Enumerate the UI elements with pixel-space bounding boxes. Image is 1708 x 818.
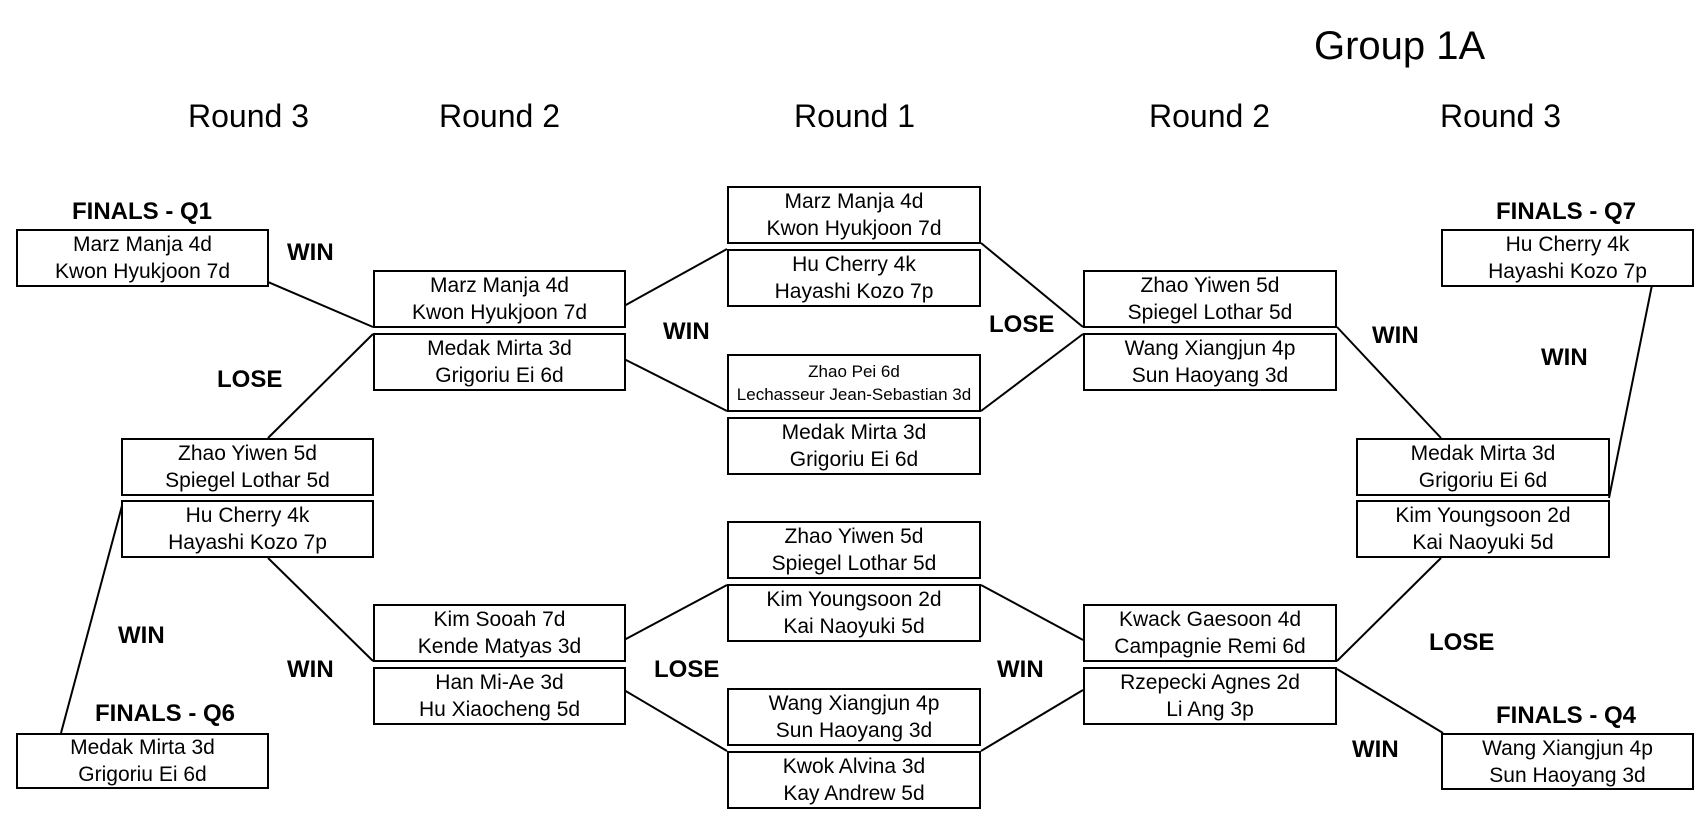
left-round3-match: Zhao Yiwen 5d Spiegel Lothar 5d bbox=[121, 438, 374, 496]
player-name: Kai Naoyuki 5d bbox=[783, 615, 925, 638]
player-name: Medak Mirta 3d bbox=[781, 421, 927, 444]
player-name: Hu Cherry 4k bbox=[1505, 233, 1630, 256]
player-name: Hu Cherry 4k bbox=[185, 504, 310, 527]
player-name: Medak Mirta 3d bbox=[70, 736, 215, 759]
player-name: Spiegel Lothar 5d bbox=[771, 552, 937, 575]
player-name: Kim Youngsoon 2d bbox=[1395, 504, 1571, 527]
heading-right-round-3: Round 3 bbox=[1440, 98, 1561, 134]
right-round3-match: Medak Mirta 3d Grigoriu Ei 6d bbox=[1356, 438, 1610, 496]
player-name: Zhao Pei 6d bbox=[808, 362, 900, 381]
right-round3-match: Kim Youngsoon 2d Kai Naoyuki 5d bbox=[1356, 500, 1610, 558]
result-label-lose: LOSE bbox=[217, 366, 283, 393]
round1-match: Wang Xiangjun 4p Sun Haoyang 3d bbox=[727, 688, 981, 746]
finals-q1-title: FINALS - Q1 bbox=[71, 198, 212, 225]
result-label-win: WIN bbox=[118, 622, 165, 649]
round1-match: Zhao Pei 6d Lechasseur Jean-Sebastian 3d bbox=[727, 354, 981, 412]
player-name: Medak Mirta 3d bbox=[427, 337, 572, 360]
player-name: Kwon Hyukjoon 7d bbox=[54, 260, 231, 283]
result-label-win: WIN bbox=[287, 656, 334, 683]
left-round2-match: Medak Mirta 3d Grigoriu Ei 6d bbox=[373, 333, 626, 391]
player-name: Hu Cherry 4k bbox=[792, 253, 916, 276]
player-name: Spiegel Lothar 5d bbox=[165, 469, 330, 492]
player-name: Han Mi-Ae 3d bbox=[435, 671, 564, 694]
player-name: Kwon Hyukjoon 7d bbox=[766, 217, 942, 240]
finals-q4-box: Wang Xiangjun 4p Sun Haoyang 3d bbox=[1441, 733, 1694, 790]
heading-right-round-2: Round 2 bbox=[1149, 98, 1270, 134]
group-title: Group 1A bbox=[1314, 24, 1486, 68]
result-label-lose: LOSE bbox=[989, 311, 1055, 338]
heading-round-1: Round 1 bbox=[794, 98, 915, 134]
round1-match: Zhao Yiwen 5d Spiegel Lothar 5d bbox=[727, 521, 981, 579]
player-name: Grigoriu Ei 6d bbox=[78, 763, 207, 786]
finals-q4-title: FINALS - Q4 bbox=[1495, 702, 1636, 729]
player-name: Lechasseur Jean-Sebastian 3d bbox=[736, 385, 972, 404]
player-name: Sun Haoyang 3d bbox=[1489, 763, 1646, 787]
player-name: Kwon Hyukjoon 7d bbox=[411, 301, 588, 324]
left-round2-match: Marz Manja 4d Kwon Hyukjoon 7d bbox=[373, 270, 626, 328]
finals-q1-box: Marz Manja 4d Kwon Hyukjoon 7d bbox=[16, 229, 269, 287]
finals-q7-box: Hu Cherry 4k Hayashi Kozo 7p bbox=[1441, 229, 1694, 287]
left-round2-match: Kim Sooah 7d Kende Matyas 3d bbox=[373, 604, 626, 662]
player-name: Hu Xiaocheng 5d bbox=[418, 698, 581, 721]
right-round2-match: Zhao Yiwen 5d Spiegel Lothar 5d bbox=[1083, 270, 1337, 328]
round1-match: Hu Cherry 4k Hayashi Kozo 7p bbox=[727, 249, 981, 307]
player-name: Kende Matyas 3d bbox=[417, 635, 582, 658]
player-name: Wang Xiangjun 4p bbox=[1124, 337, 1296, 360]
player-name: Zhao Yiwen 5d bbox=[784, 525, 924, 548]
player-name: Wang Xiangjun 4p bbox=[768, 692, 940, 715]
round1-match: Kim Youngsoon 2d Kai Naoyuki 5d bbox=[727, 584, 981, 642]
player-name: Sun Haoyang 3d bbox=[775, 719, 933, 742]
result-label-win: WIN bbox=[1352, 736, 1399, 763]
player-name: Grigoriu Ei 6d bbox=[1418, 469, 1548, 492]
result-label-lose: LOSE bbox=[1429, 629, 1495, 656]
player-name: Li Ang 3p bbox=[1166, 698, 1254, 721]
player-name: Wang Xiangjun 4p bbox=[1482, 736, 1653, 760]
result-label-win: WIN bbox=[997, 656, 1044, 683]
finals-q6-box: Medak Mirta 3d Grigoriu Ei 6d bbox=[16, 733, 269, 789]
player-name: Marz Manja 4d bbox=[430, 274, 569, 297]
right-round2-match: Wang Xiangjun 4p Sun Haoyang 3d bbox=[1083, 333, 1337, 391]
result-label-lose: LOSE bbox=[654, 656, 720, 683]
right-round2-match: Kwack Gaesoon 4d Campagnie Remi 6d bbox=[1083, 604, 1337, 662]
left-round2-match: Han Mi-Ae 3d Hu Xiaocheng 5d bbox=[373, 667, 626, 725]
result-label-win: WIN bbox=[663, 318, 710, 345]
player-name: Zhao Yiwen 5d bbox=[178, 442, 317, 465]
round1-match: Medak Mirta 3d Grigoriu Ei 6d bbox=[727, 417, 981, 475]
player-name: Medak Mirta 3d bbox=[1410, 442, 1556, 465]
player-name: Kwok Alvina 3d bbox=[782, 755, 926, 778]
round1-match: Kwok Alvina 3d Kay Andrew 5d bbox=[727, 751, 981, 809]
player-name: Hayashi Kozo 7p bbox=[1488, 260, 1647, 283]
player-name: Hayashi Kozo 7p bbox=[774, 280, 934, 303]
heading-left-round-3: Round 3 bbox=[188, 98, 309, 134]
round1-match: Marz Manja 4d Kwon Hyukjoon 7d bbox=[727, 186, 981, 244]
player-name: Hayashi Kozo 7p bbox=[168, 531, 327, 554]
player-name: Kim Sooah 7d bbox=[433, 608, 566, 631]
player-name: Marz Manja 4d bbox=[73, 233, 212, 256]
player-name: Grigoriu Ei 6d bbox=[789, 448, 919, 471]
player-name: Spiegel Lothar 5d bbox=[1127, 301, 1293, 324]
player-name: Sun Haoyang 3d bbox=[1131, 364, 1289, 387]
left-round3-match: Hu Cherry 4k Hayashi Kozo 7p bbox=[121, 500, 374, 558]
finals-q6-title: FINALS - Q6 bbox=[94, 700, 235, 727]
player-name: Kwack Gaesoon 4d bbox=[1118, 608, 1302, 631]
heading-left-round-2: Round 2 bbox=[439, 98, 560, 134]
player-name: Campagnie Remi 6d bbox=[1114, 635, 1306, 658]
player-name: Zhao Yiwen 5d bbox=[1140, 274, 1280, 297]
player-name: Kay Andrew 5d bbox=[783, 782, 925, 805]
result-label-win: WIN bbox=[287, 239, 334, 266]
player-name: Rzepecki Agnes 2d bbox=[1120, 671, 1300, 694]
player-name: Grigoriu Ei 6d bbox=[435, 364, 564, 387]
result-label-win: WIN bbox=[1372, 322, 1419, 349]
player-name: Marz Manja 4d bbox=[784, 190, 924, 213]
finals-q7-title: FINALS - Q7 bbox=[1495, 198, 1636, 225]
right-round2-match: Rzepecki Agnes 2d Li Ang 3p bbox=[1083, 667, 1337, 725]
player-name: Kim Youngsoon 2d bbox=[766, 588, 942, 611]
player-name: Kai Naoyuki 5d bbox=[1412, 531, 1554, 554]
result-label-win: WIN bbox=[1541, 344, 1588, 371]
